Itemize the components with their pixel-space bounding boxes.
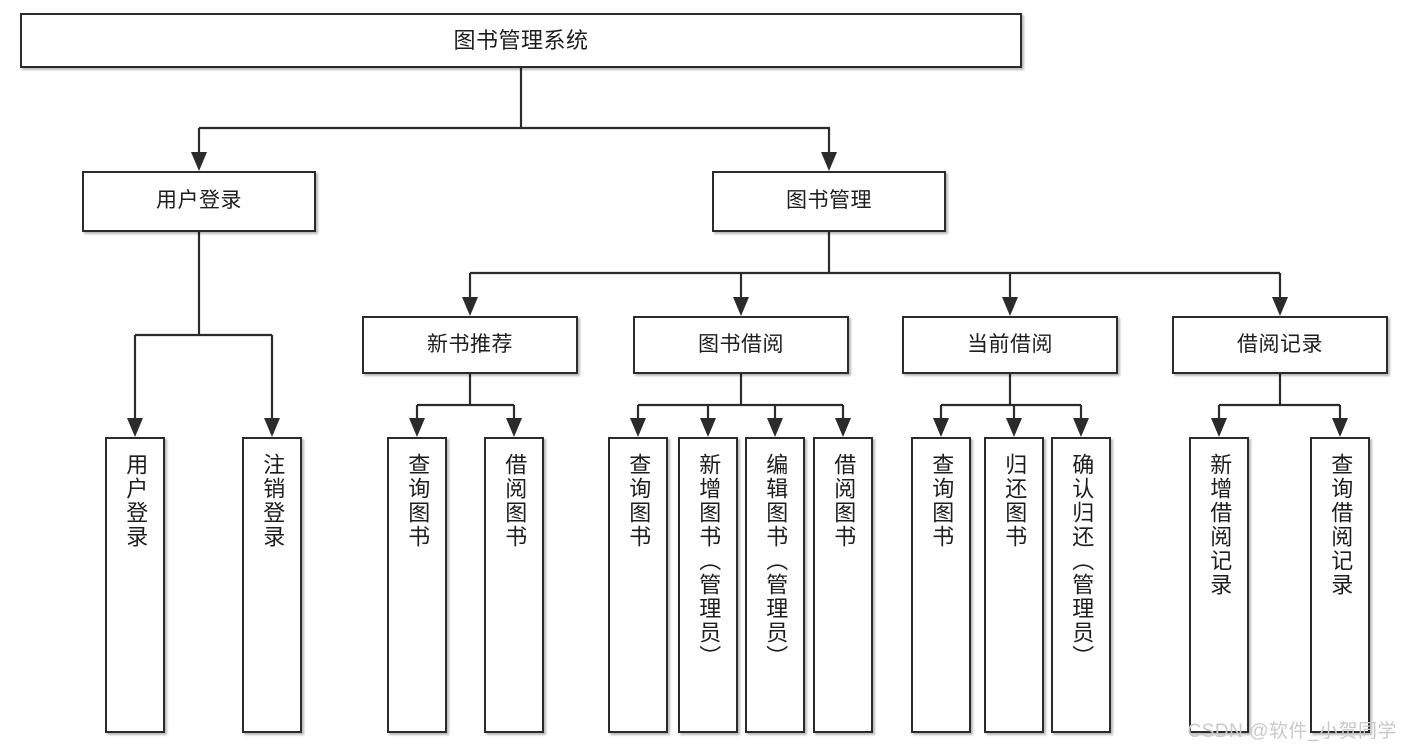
leaf-edit-book-admin-label: 编辑图书（管理员） bbox=[763, 453, 789, 669]
node-new-book-recommend-label: 新书推荐 bbox=[427, 332, 513, 356]
node-book-management[interactable]: 图书管理 bbox=[712, 171, 946, 232]
leaf-return-book-label: 归还图书 bbox=[1002, 453, 1028, 549]
node-borrow-record-label: 借阅记录 bbox=[1237, 332, 1323, 356]
leaf-return-book[interactable]: 归还图书 bbox=[984, 437, 1044, 733]
leaf-query-borrow-record[interactable]: 查询借阅记录 bbox=[1310, 437, 1370, 733]
leaf-query-book-current[interactable]: 查询图书 bbox=[911, 437, 971, 733]
leaf-add-borrow-record-label: 新增借阅记录 bbox=[1207, 453, 1233, 597]
connector-current-children bbox=[933, 374, 1089, 437]
node-borrow-record[interactable]: 借阅记录 bbox=[1172, 316, 1388, 374]
node-book-borrow[interactable]: 图书借阅 bbox=[633, 316, 849, 374]
leaf-logout-label: 注销登录 bbox=[260, 453, 286, 549]
leaf-query-book-borrow[interactable]: 查询图书 bbox=[608, 437, 668, 733]
leaf-borrow-book-newbook[interactable]: 借阅图书 bbox=[484, 437, 544, 733]
node-user-login-label: 用户登录 bbox=[156, 189, 242, 213]
node-current-borrow[interactable]: 当前借阅 bbox=[902, 316, 1118, 374]
leaf-query-book-borrow-label: 查询图书 bbox=[626, 453, 652, 549]
leaf-edit-book-admin[interactable]: 编辑图书（管理员） bbox=[745, 437, 805, 733]
leaf-confirm-return-admin-label: 确认归还（管理员） bbox=[1069, 453, 1095, 669]
leaf-user-login[interactable]: 用户登录 bbox=[105, 437, 165, 733]
connector-newbook-children bbox=[409, 374, 522, 437]
node-user-login[interactable]: 用户登录 bbox=[82, 171, 316, 232]
leaf-query-book-newbook-label: 查询图书 bbox=[405, 453, 431, 549]
connector-borrow-children bbox=[630, 374, 851, 437]
leaf-borrow-book-label: 借阅图书 bbox=[831, 453, 857, 549]
leaf-user-login-label: 用户登录 bbox=[123, 453, 149, 549]
connector-bookmgmt-to-level2 bbox=[462, 232, 1288, 316]
node-current-borrow-label: 当前借阅 bbox=[967, 332, 1053, 356]
leaf-logout[interactable]: 注销登录 bbox=[242, 437, 302, 733]
leaf-query-book-current-label: 查询图书 bbox=[929, 453, 955, 549]
watermark-text: CSDN @软件_小贺同学 bbox=[1187, 721, 1397, 742]
leaf-add-borrow-record[interactable]: 新增借阅记录 bbox=[1189, 437, 1249, 733]
node-book-management-label: 图书管理 bbox=[786, 189, 872, 213]
leaf-query-borrow-record-label: 查询借阅记录 bbox=[1328, 453, 1354, 597]
leaf-confirm-return-admin[interactable]: 确认归还（管理员） bbox=[1051, 437, 1111, 733]
leaf-add-book-admin-label: 新增图书（管理员） bbox=[696, 453, 722, 669]
connector-userlogin-children bbox=[127, 232, 280, 437]
leaf-borrow-book[interactable]: 借阅图书 bbox=[813, 437, 873, 733]
leaf-borrow-book-newbook-label: 借阅图书 bbox=[502, 453, 528, 549]
node-root-label: 图书管理系统 bbox=[453, 27, 589, 53]
node-book-borrow-label: 图书借阅 bbox=[698, 332, 784, 356]
node-root[interactable]: 图书管理系统 bbox=[20, 13, 1022, 68]
connector-root-to-level1 bbox=[191, 68, 837, 171]
leaf-query-book-newbook[interactable]: 查询图书 bbox=[387, 437, 447, 733]
connector-record-children bbox=[1211, 374, 1348, 437]
node-new-book-recommend[interactable]: 新书推荐 bbox=[362, 316, 578, 374]
leaf-add-book-admin[interactable]: 新增图书（管理员） bbox=[678, 437, 738, 733]
